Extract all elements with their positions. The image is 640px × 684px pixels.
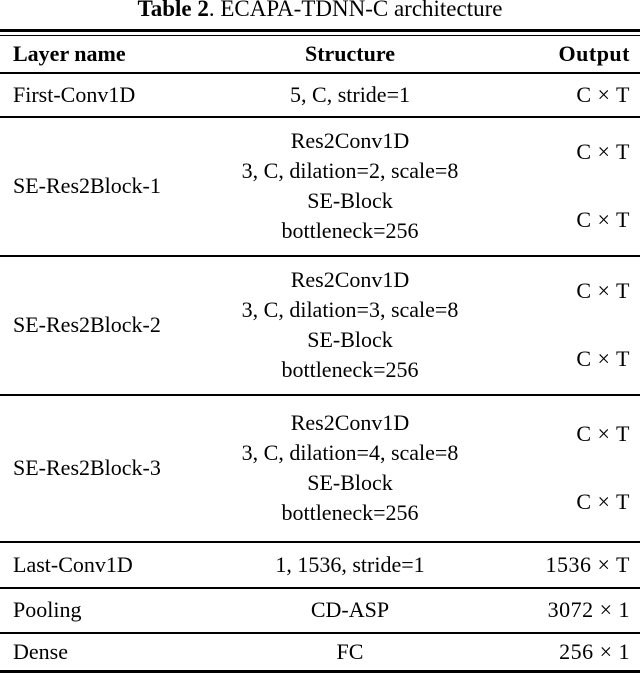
layer-name-cell: Last-Conv1D (13, 551, 133, 577)
caption-label: Table 2 (137, 0, 209, 21)
output-value: C × T (576, 489, 630, 514)
output-stack: C × T C × T (495, 118, 630, 254)
structure-line: bottleneck=256 (281, 218, 419, 243)
table-row-se-res2block-1: SE-Res2Block-1 Res2Conv1D 3, C, dilation… (0, 117, 640, 256)
output-value: C × T (576, 346, 630, 371)
structure-cell: Res2Conv1D 3, C, dilation=3, scale=8 SE-… (205, 256, 495, 395)
header-layer-name: Layer name (13, 40, 126, 66)
layer-name-cell: First-Conv1D (13, 81, 136, 107)
output-value: C × T (576, 278, 630, 303)
structure-cell: CD-ASP (310, 597, 390, 622)
structure-line: Res2Conv1D (290, 128, 410, 153)
output-value: C × T (576, 139, 630, 164)
layer-name-cell: Pooling (13, 597, 82, 622)
header-output: Output (558, 40, 630, 66)
table-row-se-res2block-2: SE-Res2Block-2 Res2Conv1D 3, C, dilation… (0, 256, 640, 395)
structure-line: SE-Block (307, 470, 393, 495)
output-cell: C × T C × T (495, 117, 640, 256)
output-value: C × T (576, 207, 630, 232)
structure-line: Res2Conv1D (290, 410, 410, 435)
structure-line: SE-Block (307, 327, 393, 352)
structure-cell: Res2Conv1D 3, C, dilation=4, scale=8 SE-… (205, 395, 495, 542)
output-value: C × T (576, 421, 630, 446)
structure-line: bottleneck=256 (281, 357, 419, 382)
structure-line: 3, C, dilation=4, scale=8 (241, 440, 459, 465)
output-cell: 3072 × 1 (547, 597, 630, 622)
caption-text: . ECAPA-TDNN-C architecture (208, 0, 503, 21)
table-row-dense: Dense FC 256 × 1 (0, 633, 640, 672)
structure-cell: 1, 1536, stride=1 (275, 551, 425, 577)
structure-line: SE-Block (307, 188, 393, 213)
table-row-pooling: Pooling CD-ASP 3072 × 1 (0, 588, 640, 633)
output-cell: 1536 × T (545, 551, 630, 577)
architecture-table: Layer name Structure Output First-Conv1D… (0, 35, 640, 673)
table-row-first-conv1d: First-Conv1D 5, C, stride=1 C × T (0, 73, 640, 117)
output-cell: 256 × 1 (559, 638, 630, 664)
output-cell: C × T C × T (495, 256, 640, 395)
layer-name-cell: SE-Res2Block-1 (13, 173, 161, 198)
structure-line: Res2Conv1D (290, 267, 410, 292)
layer-name-cell: SE-Res2Block-3 (13, 455, 161, 480)
structure-cell: Res2Conv1D 3, C, dilation=2, scale=8 SE-… (205, 117, 495, 256)
output-stack: C × T C × T (495, 400, 630, 536)
table-caption: Table 2. ECAPA-TDNN-C architecture (0, 0, 640, 22)
structure-line: bottleneck=256 (281, 500, 419, 525)
output-stack: C × T C × T (495, 257, 630, 393)
table-row-last-conv1d: Last-Conv1D 1, 1536, stride=1 1536 × T (0, 542, 640, 588)
layer-name-cell: Dense (13, 638, 68, 664)
output-cell: C × T C × T (495, 395, 640, 542)
output-cell: C × T (576, 81, 630, 107)
structure-line: 3, C, dilation=2, scale=8 (241, 158, 459, 183)
top-rule-thick (0, 29, 640, 32)
header-row: Layer name Structure Output (0, 36, 640, 73)
table-row-se-res2block-3: SE-Res2Block-3 Res2Conv1D 3, C, dilation… (0, 395, 640, 542)
header-structure: Structure (304, 40, 396, 66)
structure-line: 3, C, dilation=3, scale=8 (241, 297, 459, 322)
structure-cell: FC (336, 638, 364, 664)
structure-cell: 5, C, stride=1 (290, 81, 410, 107)
layer-name-cell: SE-Res2Block-2 (13, 312, 161, 337)
